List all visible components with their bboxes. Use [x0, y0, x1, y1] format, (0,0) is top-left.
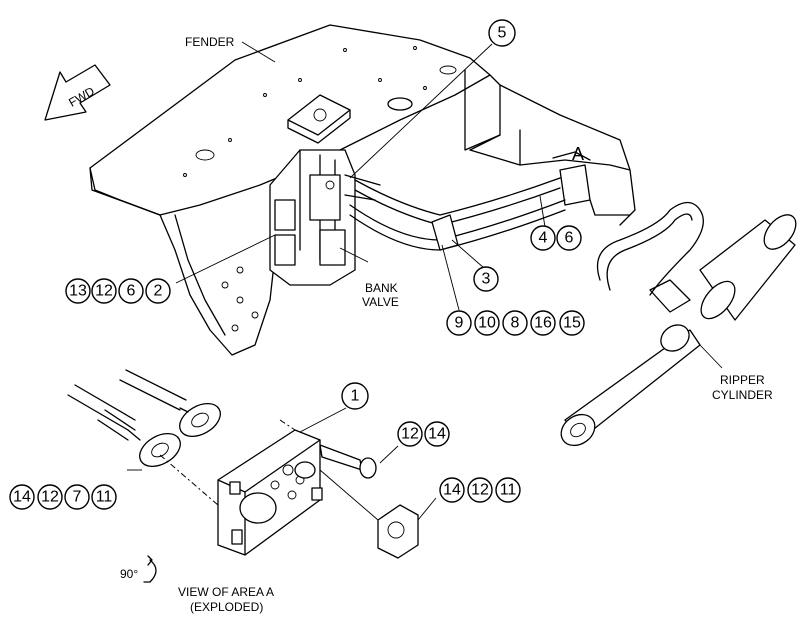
callout-4: 4: [530, 225, 556, 251]
callout-14: 14: [9, 484, 35, 510]
bank-label: BANK: [365, 281, 398, 295]
cylinder-label: CYLINDER: [712, 388, 773, 402]
svg-text:16: 16: [534, 315, 552, 332]
fender-label: FENDER: [185, 35, 235, 49]
callout-5: 5: [488, 19, 516, 47]
view-label: VIEW OF AREA A: [178, 585, 274, 599]
callout-14: 14: [424, 421, 450, 447]
area-a-label: A: [572, 144, 584, 164]
svg-text:6: 6: [565, 230, 574, 247]
callout-9: 9: [446, 310, 472, 336]
callout-13: 13: [65, 278, 91, 304]
callout-15: 15: [559, 310, 585, 336]
valve-label: VALVE: [362, 295, 399, 309]
callout-16: 16: [530, 310, 556, 336]
svg-text:13: 13: [69, 283, 87, 300]
svg-text:1: 1: [351, 388, 360, 405]
svg-text:14: 14: [428, 426, 446, 443]
rotation-label: 90°: [120, 567, 138, 581]
hoses-drawing: [349, 151, 591, 251]
svg-text:9: 9: [455, 315, 464, 332]
exploded-view-drawing: [67, 369, 437, 583]
leader-lines: [175, 43, 546, 433]
callout-12: 12: [37, 484, 63, 510]
callout-7: 7: [64, 484, 90, 510]
bank-valve-drawing: [269, 149, 381, 286]
svg-text:10: 10: [478, 315, 496, 332]
callout-1: 1: [341, 382, 369, 410]
svg-text:14: 14: [443, 482, 461, 499]
svg-text:2: 2: [154, 283, 163, 300]
svg-text:11: 11: [96, 489, 113, 506]
svg-text:3: 3: [482, 271, 491, 288]
svg-text:11: 11: [500, 482, 517, 499]
callout-6: 6: [118, 278, 144, 304]
callout-10: 10: [474, 310, 500, 336]
exploded-label: (EXPLODED): [190, 600, 263, 614]
callout-3: 3: [473, 266, 499, 292]
svg-text:12: 12: [471, 482, 489, 499]
callout-11: 11: [495, 477, 521, 503]
ripper-label: RIPPER: [720, 373, 765, 387]
callout-14: 14: [439, 477, 465, 503]
fwd-arrow-icon: FWD: [44, 64, 111, 121]
callout-2: 2: [145, 278, 171, 304]
svg-text:15: 15: [563, 315, 581, 332]
callout-11: 11: [91, 484, 117, 510]
svg-text:12: 12: [41, 489, 59, 506]
callout-8: 8: [502, 310, 528, 336]
svg-text:12: 12: [95, 283, 113, 300]
ripper-cylinder-drawing: [560, 201, 797, 447]
svg-text:14: 14: [13, 489, 31, 506]
callout-12: 12: [91, 278, 117, 304]
callout-12: 12: [467, 477, 493, 503]
svg-text:7: 7: [73, 489, 82, 506]
svg-text:8: 8: [511, 315, 520, 332]
svg-text:12: 12: [401, 426, 419, 443]
callout-12: 12: [397, 421, 423, 447]
fender-drawing: [89, 24, 636, 356]
svg-text:6: 6: [127, 283, 136, 300]
callout-6: 6: [556, 225, 582, 251]
svg-text:5: 5: [498, 25, 507, 42]
svg-text:4: 4: [539, 230, 548, 247]
